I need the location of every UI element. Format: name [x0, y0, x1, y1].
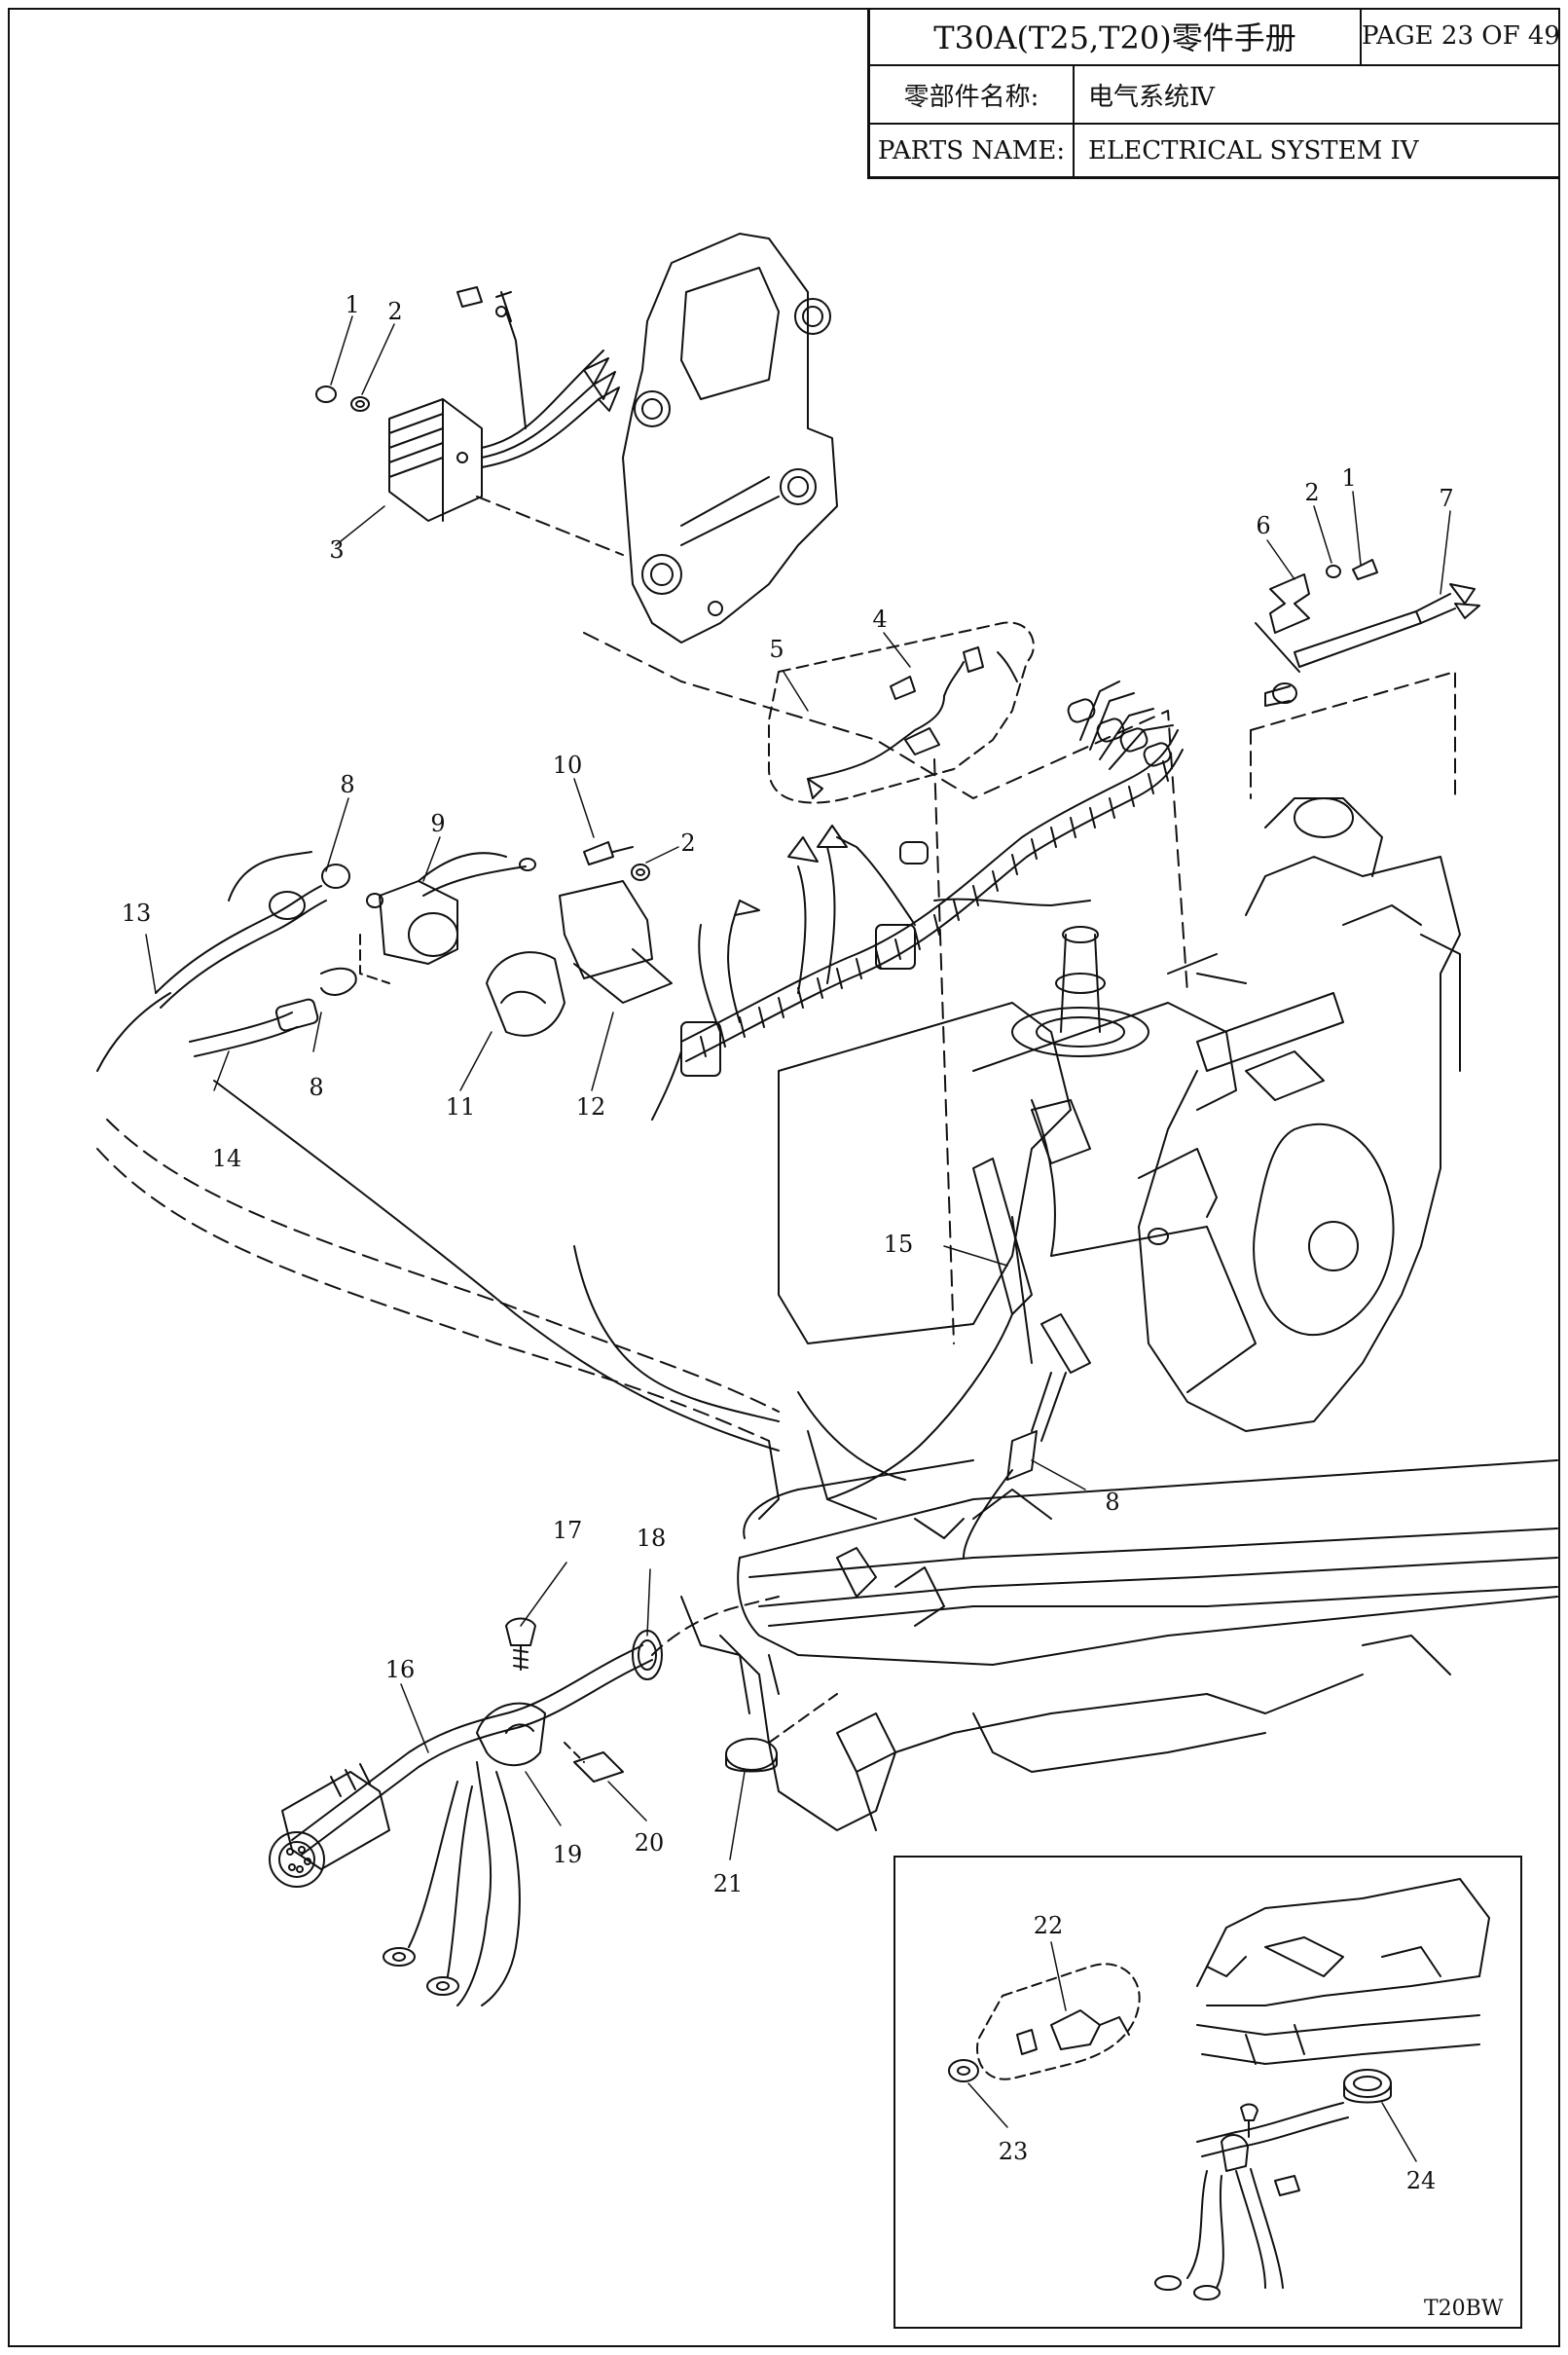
- callout-8: 8: [340, 771, 355, 798]
- battery-cables: [96, 851, 780, 1452]
- title-block: T30A(T25,T20)零件手册 PAGE 23 OF 49 零部件名称: 电…: [867, 8, 1560, 179]
- inset-detail-frame: [893, 1856, 1522, 2329]
- part-name-value-en: ELECTRICAL SYSTEM IV: [1088, 135, 1419, 166]
- callout-19: 19: [552, 1841, 583, 1868]
- callout-12: 12: [575, 1093, 606, 1121]
- part-name-value-cn: 电气系统Ⅳ: [1088, 82, 1215, 112]
- callout-20: 20: [634, 1829, 665, 1857]
- ignition-coil: [797, 1158, 1091, 1559]
- callout-15: 15: [883, 1231, 914, 1258]
- part-name-row-cn: 零部件名称: 电气系统Ⅳ: [870, 66, 1560, 125]
- bottom-cowl: [680, 1430, 1558, 1831]
- callout-24: 24: [1405, 2167, 1437, 2194]
- bracket-plate: [622, 233, 838, 644]
- drawing-frame: [8, 8, 1560, 2347]
- callout-2: 2: [387, 298, 403, 325]
- callout-11: 11: [445, 1093, 476, 1121]
- callout-22: 22: [1033, 1912, 1064, 1939]
- callout-16: 16: [384, 1656, 416, 1683]
- callout-9: 9: [430, 810, 446, 837]
- manual-title: T30A(T25,T20)零件手册: [870, 8, 1362, 64]
- callout-1: 1: [1341, 464, 1357, 492]
- callout-14: 14: [211, 1145, 242, 1172]
- callout-23: 23: [998, 2138, 1029, 2165]
- callout-3: 3: [329, 536, 345, 564]
- callout-17: 17: [552, 1517, 583, 1544]
- callout-1: 1: [345, 291, 360, 318]
- drawing-code: T20BW: [1424, 2297, 1504, 2321]
- callout-4: 4: [872, 606, 888, 633]
- callout-21: 21: [712, 1870, 744, 1897]
- callout-6: 6: [1256, 512, 1271, 539]
- title-row: T30A(T25,T20)零件手册 PAGE 23 OF 49: [870, 8, 1560, 66]
- callout-13: 13: [121, 900, 152, 927]
- powerhead-outline: [583, 632, 1461, 1432]
- starter-relay-group: [359, 841, 673, 1037]
- inset-drawing: [948, 1878, 1490, 2300]
- rectifier-regulator: [315, 286, 624, 556]
- callout-2: 2: [680, 829, 696, 857]
- part-name-row-en: PARTS NAME: ELECTRICAL SYSTEM IV: [870, 125, 1560, 176]
- callout-8: 8: [309, 1074, 324, 1101]
- callout-2: 2: [1304, 479, 1320, 506]
- part-name-label-cn: 零部件名称:: [870, 66, 1075, 123]
- sensor-assembly: [1250, 559, 1480, 799]
- callout-5: 5: [769, 636, 784, 663]
- part-name-label-en: PARTS NAME:: [870, 125, 1075, 176]
- callout-18: 18: [636, 1525, 667, 1552]
- remote-control-harness: [269, 1596, 838, 2006]
- callout-leaders: [145, 315, 1451, 2162]
- callout-7: 7: [1439, 485, 1454, 512]
- page-number: PAGE 23 OF 49: [1362, 21, 1560, 51]
- main-wire-harness: [651, 681, 1184, 1121]
- callout-8: 8: [1105, 1489, 1120, 1516]
- fuse-harness: [768, 621, 1035, 804]
- callout-10: 10: [552, 752, 583, 779]
